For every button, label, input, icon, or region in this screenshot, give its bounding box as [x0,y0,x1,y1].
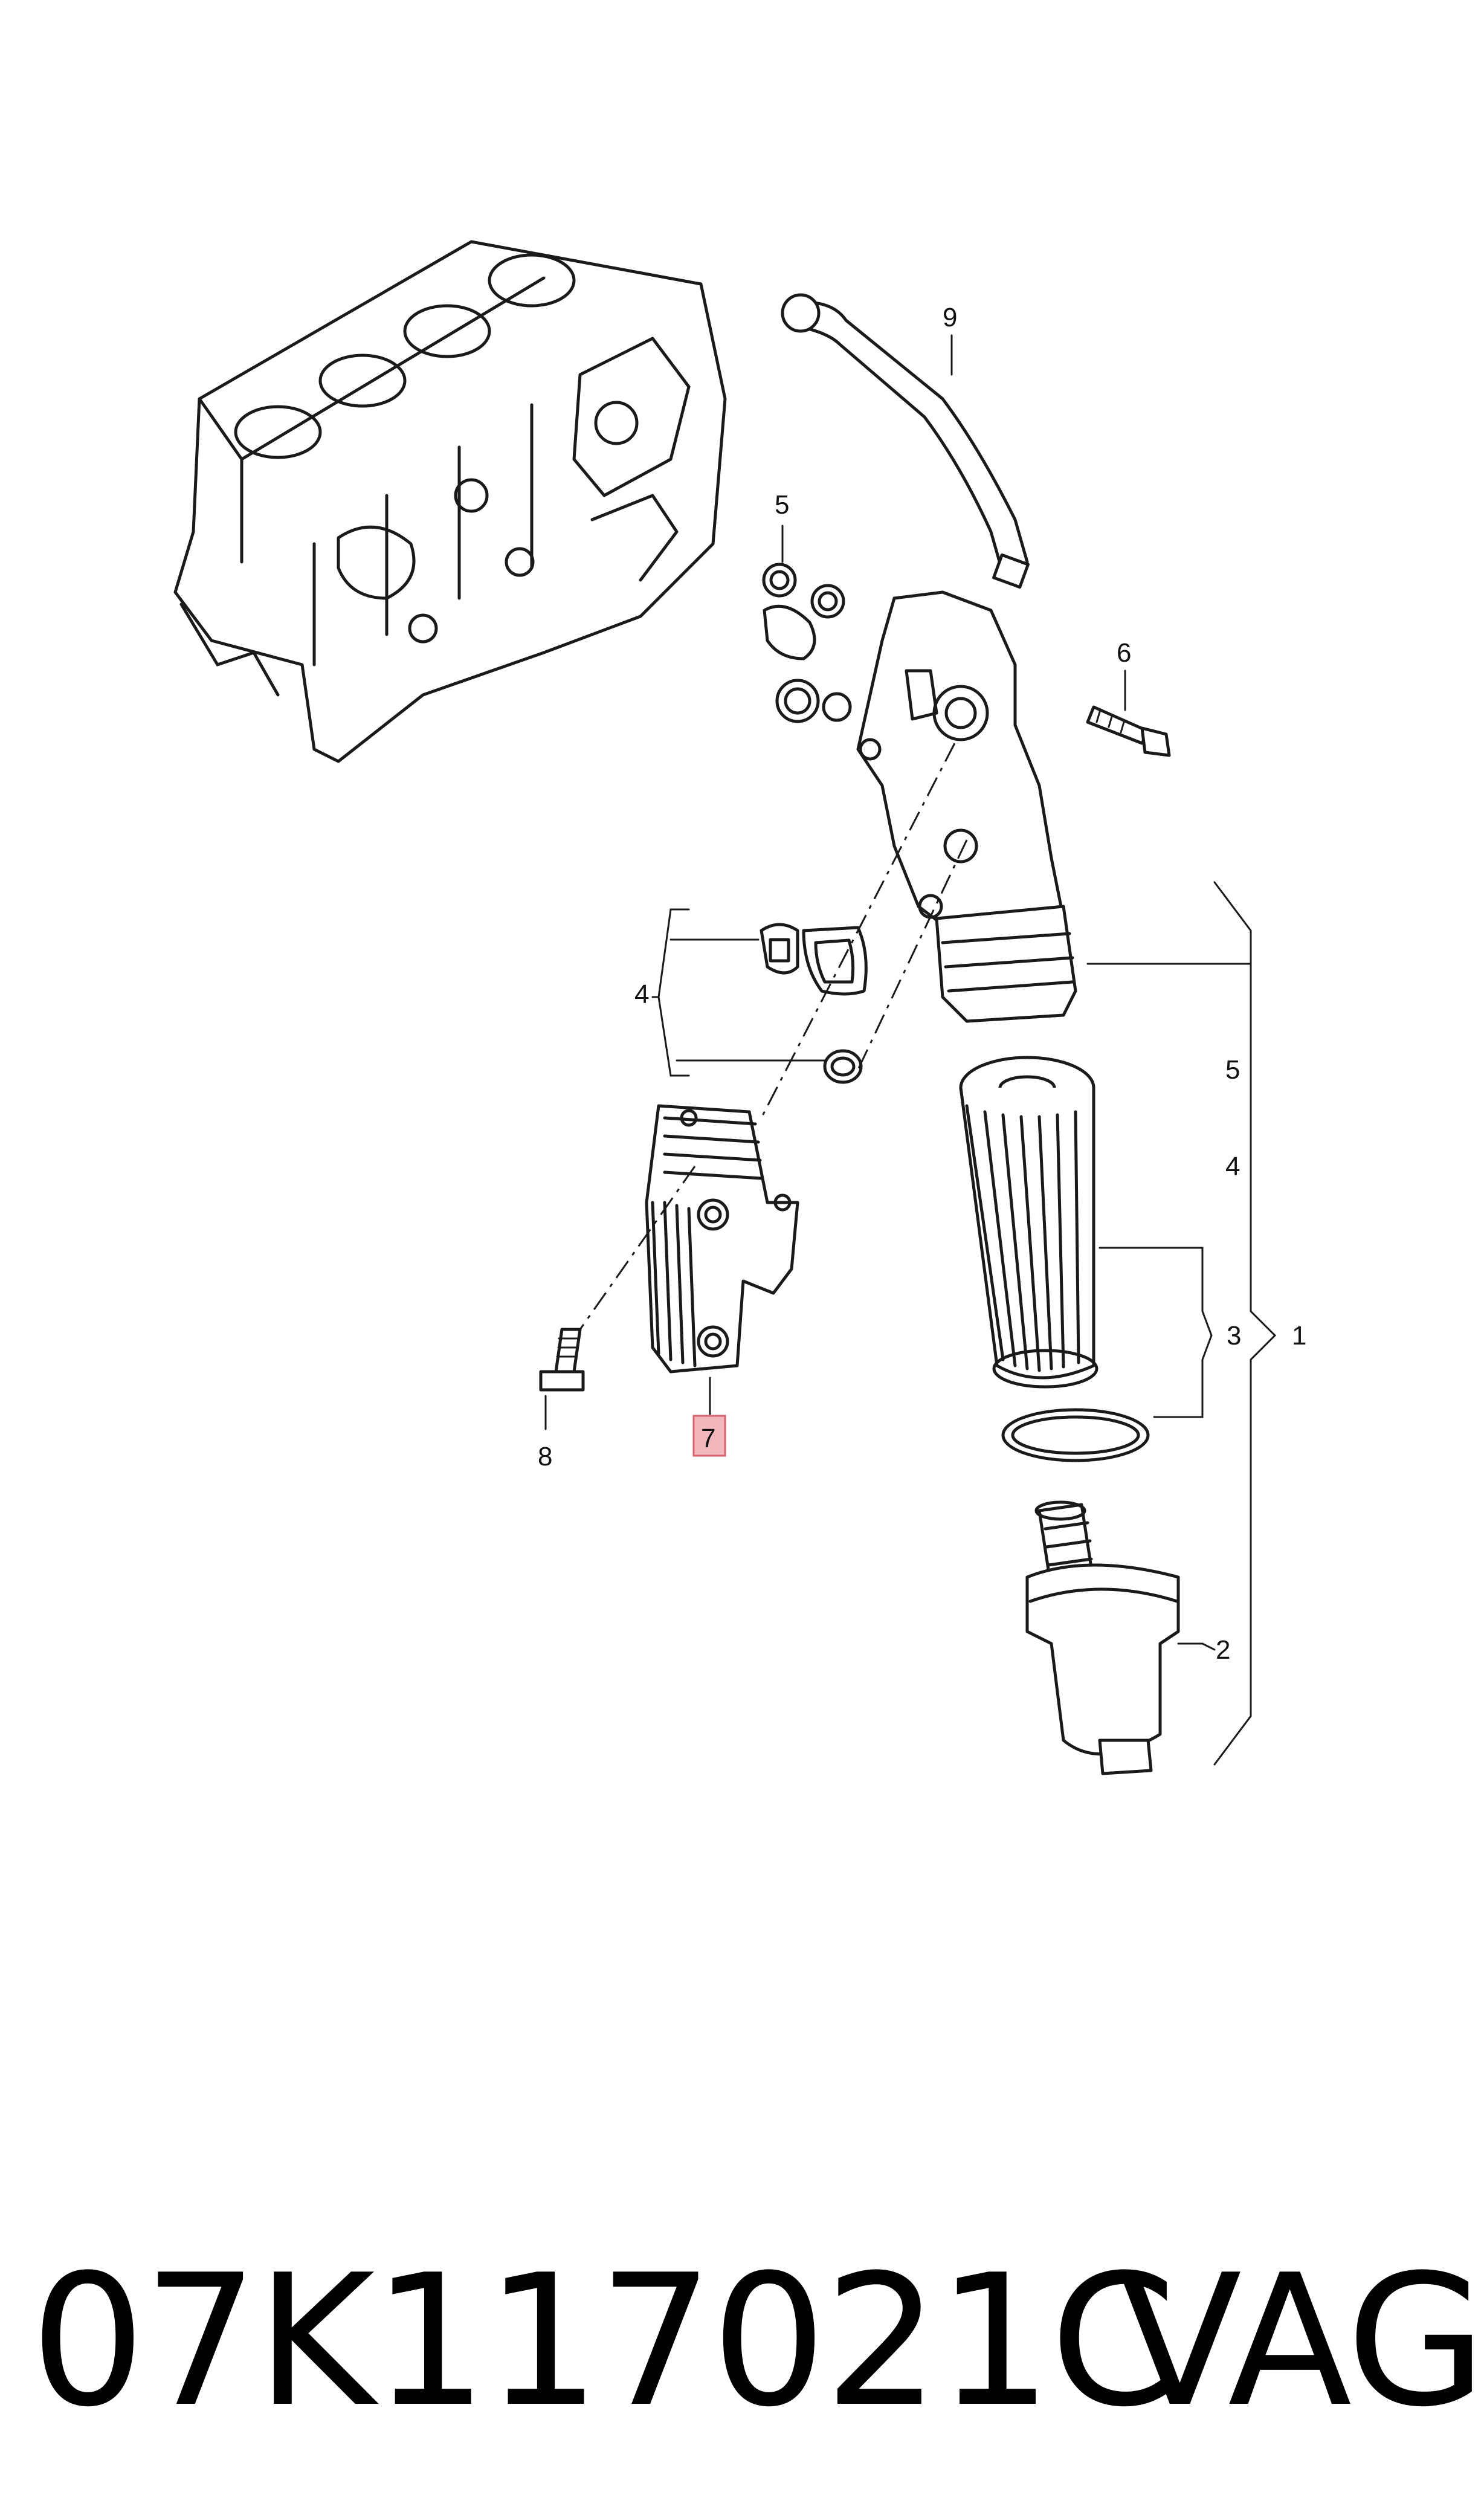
callout-1: 1 [1292,1321,1306,1351]
callout-2: 2 [1216,1635,1230,1665]
breather-pipe-part-9 [781,293,1030,589]
bolt-part-8 [539,1328,585,1392]
o-ring [1001,1408,1150,1462]
oil-filter-housing [856,590,1077,1023]
gasket-set-part-4 [760,923,868,1084]
oil-cooler-part-7 [645,1104,799,1374]
bracket-left [651,908,826,1077]
center-lines [579,743,968,1330]
leader-lines [544,334,1126,1430]
part-number: 07K117021C [30,2236,1176,2447]
callout-5-side: 5 [1225,1055,1240,1085]
callout-9: 9 [943,303,957,332]
bolt-part-6 [1086,705,1171,757]
exploded-parts-diagram: 9 5 6 4 5 4 3 1 2 8 7 [173,240,1306,1775]
seal-rings-part-5 [762,563,852,723]
callout-5-top: 5 [775,490,789,520]
brand-label: VAG [1118,2236,1484,2447]
callout-4-side: 4 [1225,1152,1240,1181]
callouts: 9 5 6 4 5 4 3 1 2 8 7 [538,303,1306,1665]
callout-7-highlight [692,1415,726,1457]
engine-block-illustration [173,240,727,763]
callout-7: 7 [701,1424,715,1453]
callout-4-left: 4 [634,980,649,1009]
bracket-right [1086,881,1277,1766]
filter-cap-part-2 [1025,1500,1180,1775]
filter-element [959,1056,1098,1389]
callout-8: 8 [538,1442,552,1471]
callout-3: 3 [1227,1321,1241,1351]
callout-6: 6 [1117,638,1131,668]
